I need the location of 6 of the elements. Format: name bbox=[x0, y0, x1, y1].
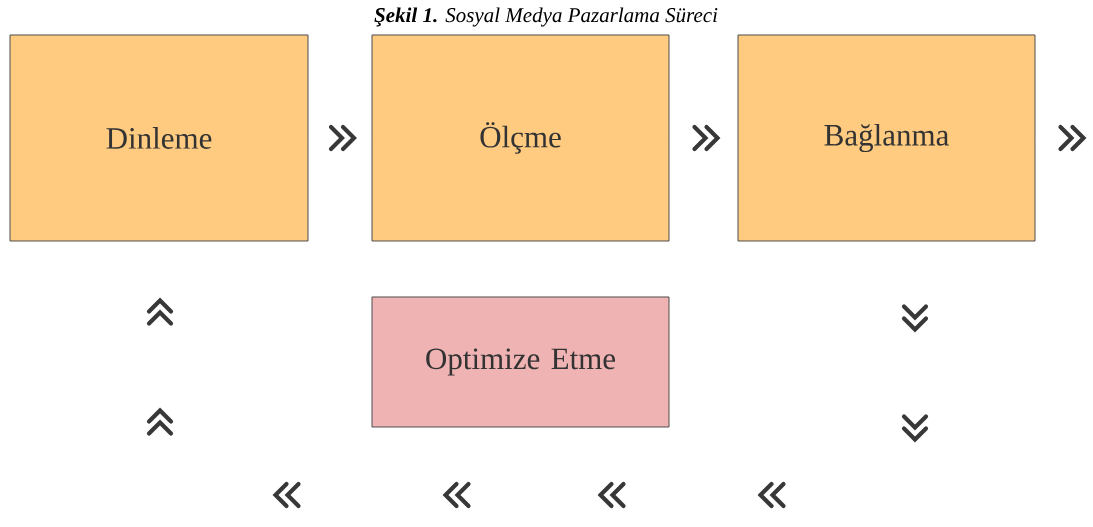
figure-title: Şekil 1. Sosyal Medya Pazarlama Süreci bbox=[374, 7, 718, 27]
process-box: Dinleme bbox=[9, 34, 309, 242]
process-box: Ölçme bbox=[371, 34, 670, 242]
chevron-arrow bbox=[1035, 124, 1087, 152]
process-box: Bağlanma bbox=[737, 34, 1036, 242]
process-box: Optimize Etme bbox=[371, 296, 670, 428]
